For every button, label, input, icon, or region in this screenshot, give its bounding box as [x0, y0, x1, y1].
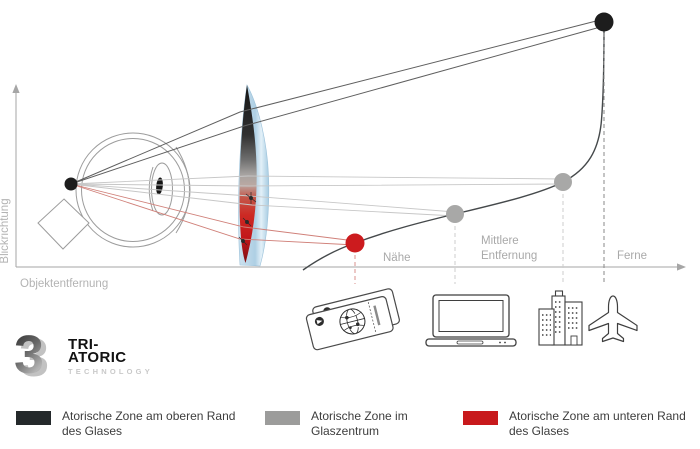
travel-tickets-icon	[305, 288, 400, 351]
x-axis-arrow	[677, 263, 686, 271]
near-dot	[345, 233, 365, 253]
legend-swatch-red	[463, 411, 498, 425]
legend-swatch-gray	[265, 411, 300, 425]
logo-text: TRI- ATORIC TECHNOLOGY	[68, 331, 153, 376]
y-axis-arrow	[12, 84, 20, 93]
legend-item-upper-zone: Atorische Zone am oberen Rand des Glases	[16, 409, 252, 439]
mid-label-line1: Mittlere	[481, 235, 519, 247]
tri-atoric-logo: 3 3 TRI- ATORIC TECHNOLOGY	[14, 325, 153, 385]
far-dot	[594, 12, 614, 32]
logo-numeral-front: 3	[14, 325, 45, 385]
mid-label-line2: Entfernung	[481, 250, 537, 262]
far-label: Ferne	[617, 250, 647, 262]
axes	[15, 92, 678, 268]
logo-line2: ATORIC	[68, 349, 127, 366]
logo-numeral-3: 3 3	[14, 325, 62, 385]
near-label: Nähe	[383, 252, 411, 264]
x-axis-label: Objektentfernung	[20, 278, 108, 290]
logo-numeral-shadow: 3	[19, 331, 49, 385]
rays-far	[70, 18, 605, 185]
mid-dot-1	[446, 205, 464, 223]
laptop-icon	[425, 294, 517, 347]
y-axis-label: Blickrichtung	[0, 198, 11, 263]
mid-dot-2	[554, 173, 572, 191]
optic-nerve	[37, 198, 90, 250]
city-buildings-icon	[538, 290, 583, 346]
legend-item-lower-zone: Atorische Zone am unteren Rand des Glase…	[463, 409, 700, 439]
legend-label: Atorische Zone am oberen Rand des Glases	[62, 409, 236, 438]
refraction-marks	[238, 192, 257, 246]
legend-label: Atorische Zone im Glaszentrum	[311, 409, 408, 438]
legend-item-center-zone: Atorische Zone im Glaszentrum	[265, 409, 441, 439]
eye-diagram	[37, 132, 191, 250]
legend-swatch-dark	[16, 411, 51, 425]
gaze-distance-curve	[302, 29, 605, 271]
rays-mid	[70, 175, 564, 217]
rays-near	[70, 183, 356, 246]
logo-tagline: TECHNOLOGY	[68, 367, 153, 376]
logo-line1: TRI-	[68, 336, 99, 353]
ray-bundles	[70, 18, 605, 246]
retina-dot	[64, 177, 78, 191]
lens-zones-diagram: Blickrichtung Objektentfernung	[0, 12, 686, 351]
legend-label: Atorische Zone am unteren Rand des Glase…	[509, 409, 686, 438]
airplane-icon	[588, 295, 638, 343]
guide-lines	[354, 33, 605, 284]
